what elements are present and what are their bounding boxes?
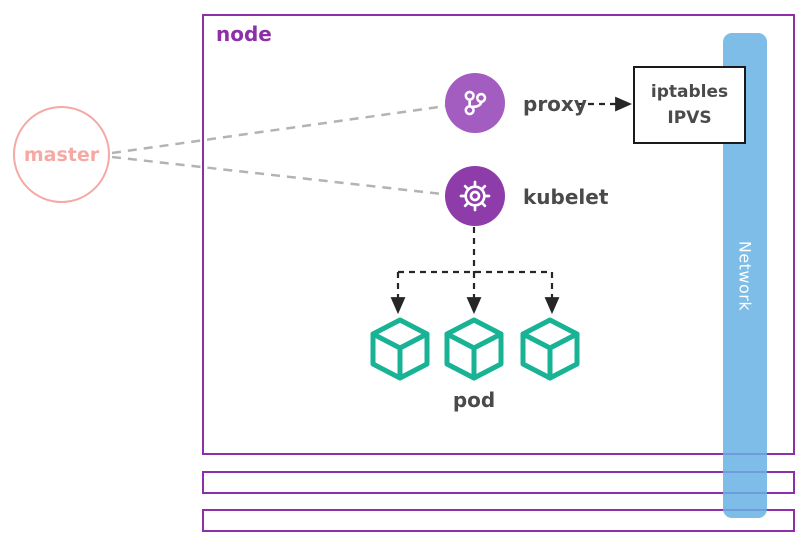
git-branch-icon [464,90,487,116]
iptables-box: iptables IPVS [633,66,746,144]
cube-icon [520,317,580,381]
extra-node-row [202,471,795,494]
proxy-label: proxy [523,92,587,116]
proxy-node [445,73,505,133]
kubelet-node [445,166,505,226]
cube-icon [444,317,504,381]
node-title: node [216,22,272,46]
ipvs-label: IPVS [667,108,712,128]
master-label: master [23,143,100,166]
kubelet-label: kubelet [523,185,609,209]
master-node: master [13,106,110,203]
pod-label: pod [452,388,496,412]
node-container [202,14,795,455]
cube-icon [370,317,430,381]
iptables-label: iptables [650,81,729,102]
extra-node-row [202,509,795,532]
network-label: Network [735,240,755,311]
gear-icon [459,180,491,212]
